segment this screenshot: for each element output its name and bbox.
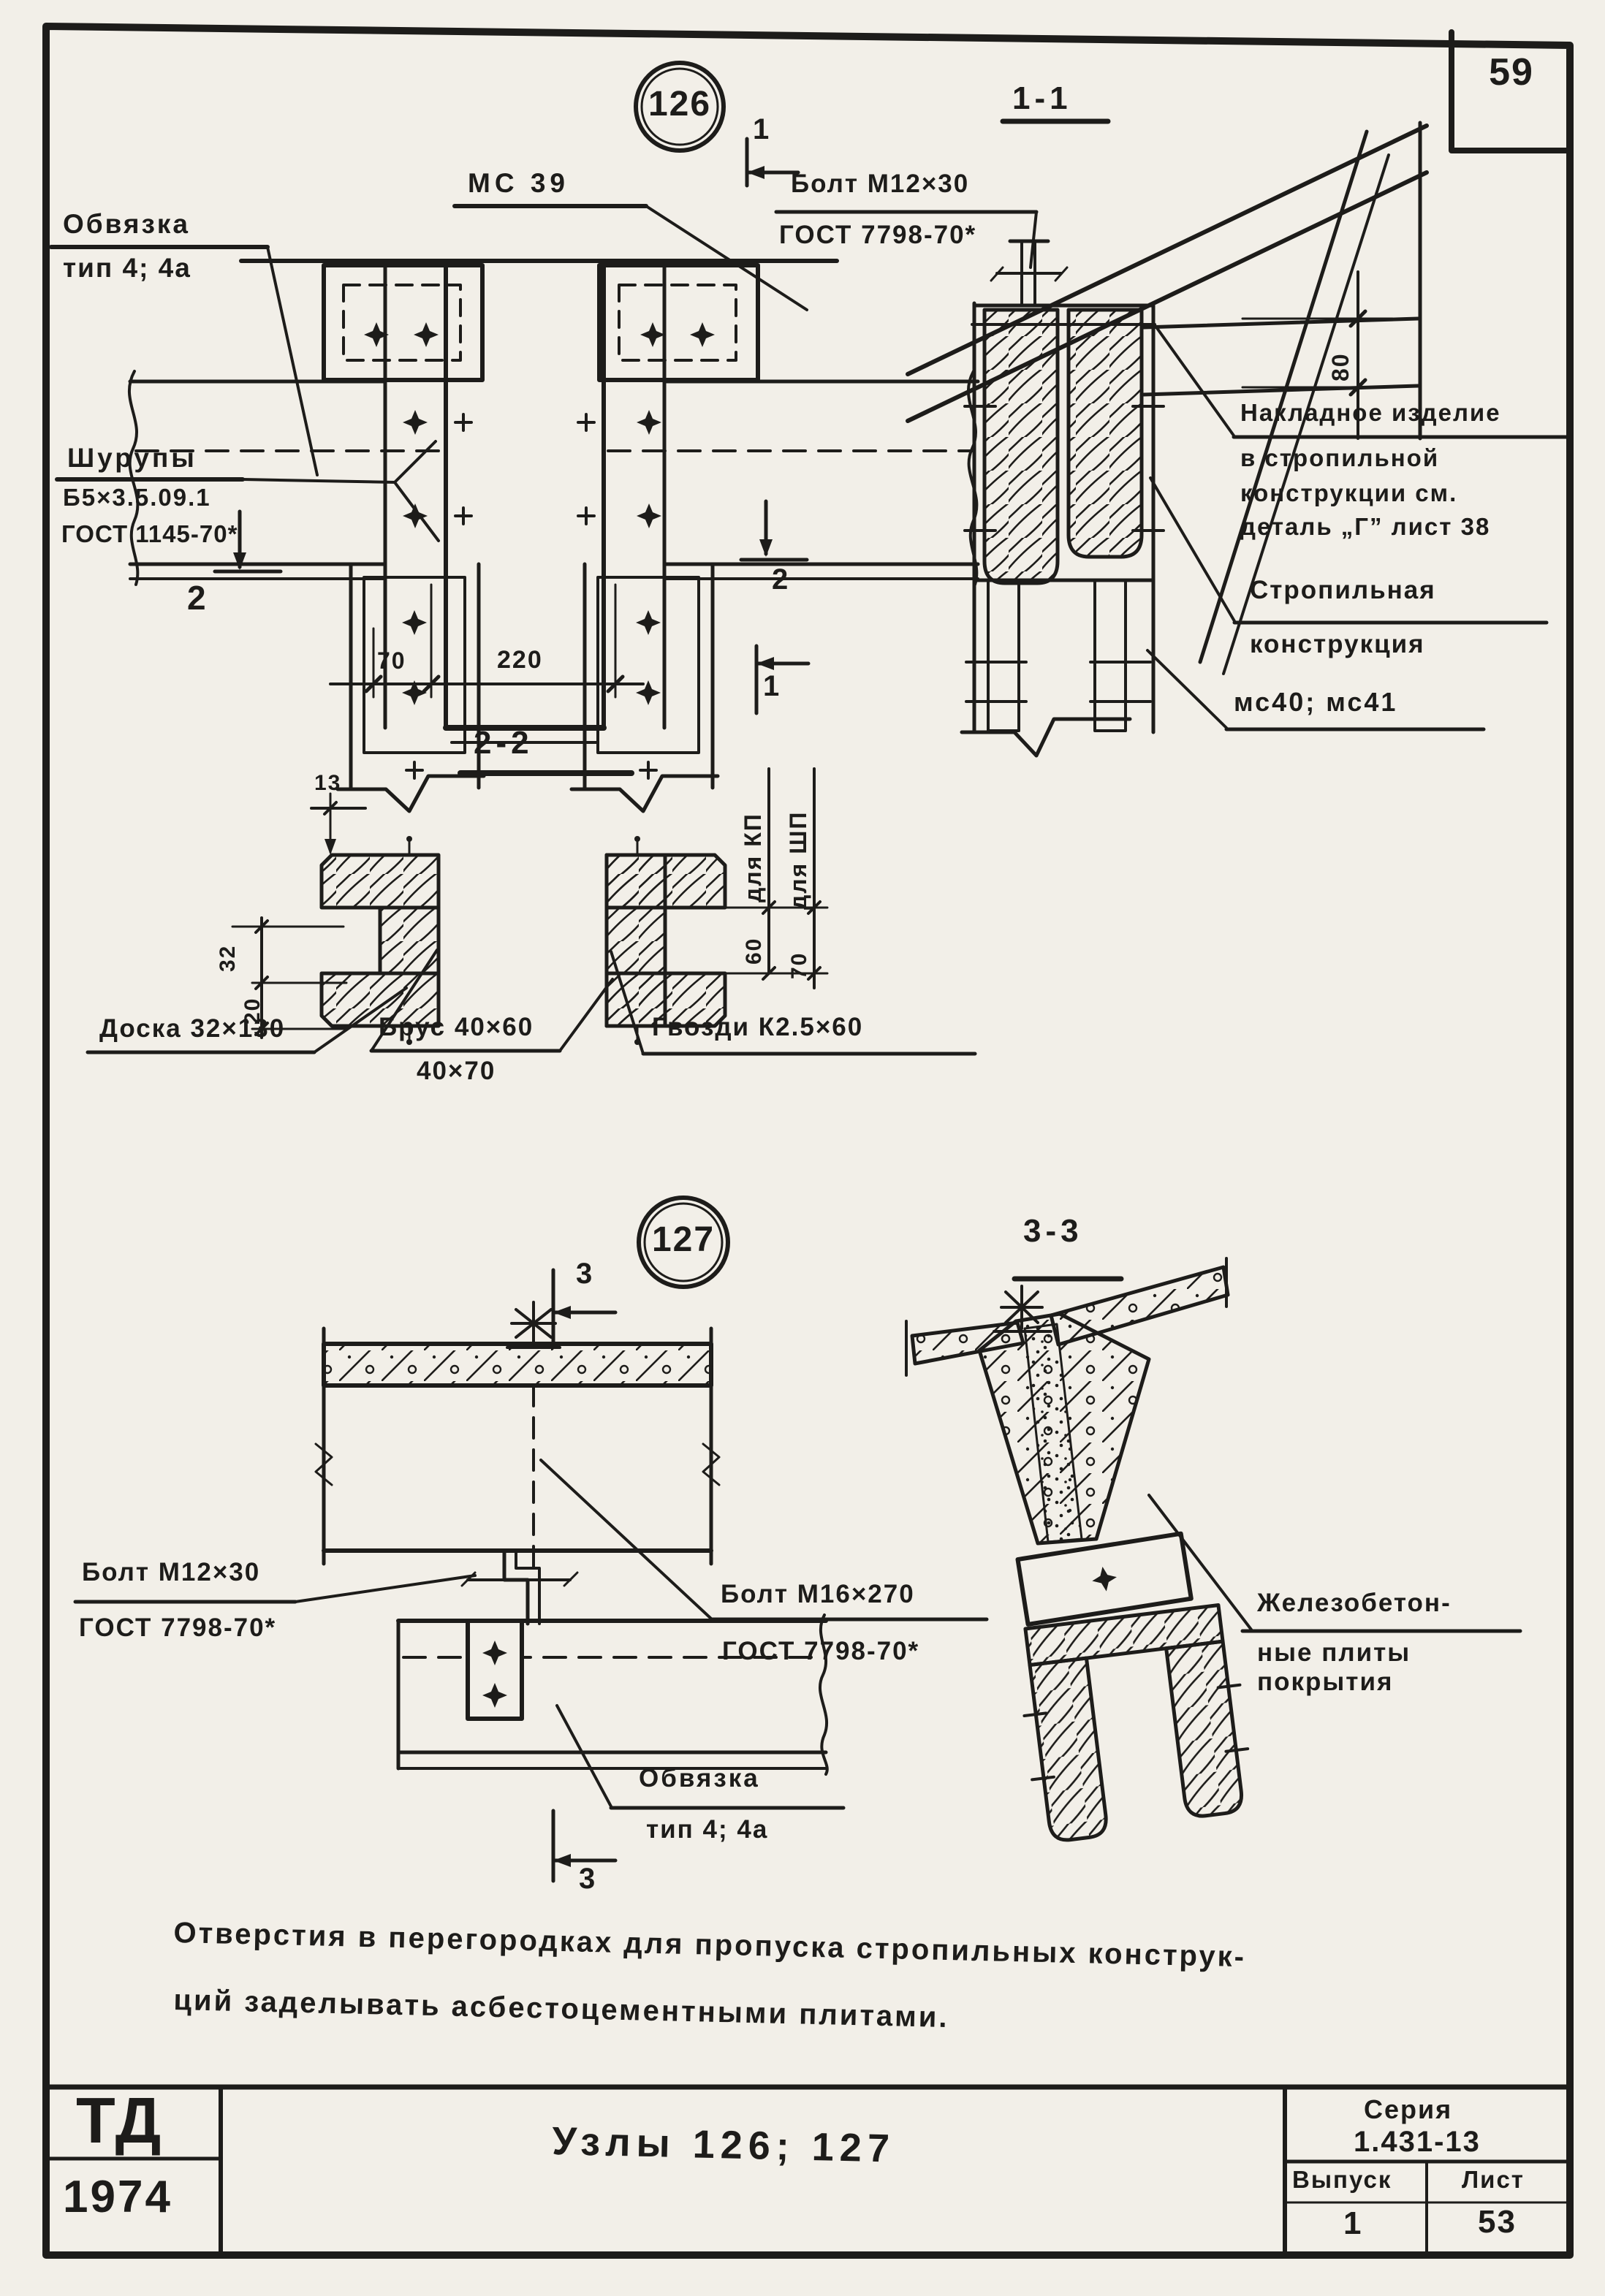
section-2-2-title: 2-2 bbox=[474, 725, 534, 761]
label-shurupy-line3: ГОСТ 1145-70* bbox=[61, 520, 238, 547]
title-block-title: Узлы 126; 127 bbox=[551, 2119, 896, 2171]
node127-plan bbox=[73, 1195, 989, 1883]
dim-220: 220 bbox=[497, 646, 543, 674]
dim-60: 60 bbox=[742, 937, 766, 965]
label-brus-line1: Брус 40×60 bbox=[379, 1013, 534, 1041]
label-doska: Доска 32×130 bbox=[99, 1014, 286, 1043]
label-stropilnaya-line2: конструкция bbox=[1250, 630, 1425, 658]
label-bolt126-line1: Болт М12×30 bbox=[791, 170, 970, 198]
section-3-3-drawing bbox=[905, 1257, 1522, 1842]
section-marker-3-bottom: 3 bbox=[579, 1863, 597, 1895]
section-marker-2-left: 2 bbox=[187, 579, 208, 617]
label-obvyazka-126-line1: Обвязка bbox=[63, 209, 190, 239]
label-obvyazka-126-line2: тип 4; 4а bbox=[63, 253, 191, 283]
section-marker-1-bottom: 1 bbox=[763, 670, 781, 702]
label-nakladnoe-line2: в стропильной bbox=[1240, 444, 1440, 471]
title-block-issue-label: Выпуск bbox=[1292, 2166, 1392, 2193]
label-bolt126-line2: ГОСТ 7798-70* bbox=[779, 221, 977, 249]
section-marker-1-top: 1 bbox=[753, 113, 771, 145]
label-shurupy-line1: Шурупы bbox=[67, 443, 197, 473]
title-block-issue-value: 1 bbox=[1343, 2205, 1363, 2241]
node126-number: 126 bbox=[648, 85, 712, 123]
section-marker-2-right: 2 bbox=[772, 563, 790, 596]
section-2-2-drawing bbox=[86, 767, 977, 1056]
section-marker-3-top: 3 bbox=[576, 1258, 594, 1290]
section-3-3-title: 3-3 bbox=[1023, 1213, 1083, 1249]
label-mc40-mc41: мс40; мс41 bbox=[1234, 687, 1398, 717]
label-stropilnaya-line1: Стропильная bbox=[1250, 576, 1436, 604]
title-block-logo: ТД bbox=[76, 2084, 163, 2156]
title-block-sheet-value: 53 bbox=[1478, 2204, 1517, 2240]
label-obvyazka-127-line2: тип 4; 4а bbox=[646, 1815, 769, 1844]
label-zhb-line2: ные плиты bbox=[1257, 1638, 1411, 1667]
label-dlya-shp: для ШП bbox=[785, 810, 811, 910]
dim-80: 80 bbox=[1327, 352, 1354, 381]
label-gvozdi: Гвозди К2.5×60 bbox=[652, 1013, 864, 1041]
label-bolt16-line2: ГОСТ 7798-70* bbox=[722, 1637, 920, 1665]
label-dlya-kp: для КП bbox=[740, 813, 766, 902]
label-zhb-line3: покрытия bbox=[1257, 1668, 1394, 1696]
corner-sheet-number: 59 bbox=[1489, 51, 1534, 94]
frame-lines bbox=[42, 23, 1574, 2259]
section-1-1-drawing bbox=[774, 118, 1574, 758]
label-shurupy-line2: Б5×3.5.09.1 bbox=[63, 484, 211, 511]
title-block-year: 1974 bbox=[63, 2172, 172, 2222]
label-bolt12-127-line1: Болт М12×30 bbox=[82, 1558, 261, 1586]
label-bolt16-line1: Болт М16×270 bbox=[721, 1580, 915, 1608]
section-1-1-title: 1-1 bbox=[1012, 80, 1072, 116]
label-bolt12-127-line2: ГОСТ 7798-70* bbox=[79, 1613, 277, 1642]
title-block-series-label: Серия bbox=[1364, 2094, 1453, 2124]
title-block-series-value: 1.431-13 bbox=[1354, 2126, 1481, 2158]
dim-70-shp: 70 bbox=[787, 951, 811, 979]
label-nakladnoe-line3: конструкции см. bbox=[1240, 479, 1458, 506]
node126-plan bbox=[49, 61, 980, 813]
label-nakladnoe-line4: деталь „Г” лист 38 bbox=[1240, 513, 1491, 540]
dim-70: 70 bbox=[377, 647, 406, 674]
node127-number: 127 bbox=[651, 1220, 716, 1259]
label-zhb-line1: Железобетон- bbox=[1257, 1589, 1452, 1617]
label-obvyazka-127-line1: Обвязка bbox=[639, 1764, 760, 1793]
title-block-sheet-label: Лист bbox=[1462, 2166, 1525, 2193]
dim-13: 13 bbox=[314, 771, 342, 795]
dim-32: 32 bbox=[216, 944, 240, 972]
label-mc39: МС 39 bbox=[468, 168, 569, 198]
label-nakladnoe-line1: Накладное изделие bbox=[1240, 399, 1501, 426]
label-brus-line2: 40×70 bbox=[417, 1057, 496, 1085]
